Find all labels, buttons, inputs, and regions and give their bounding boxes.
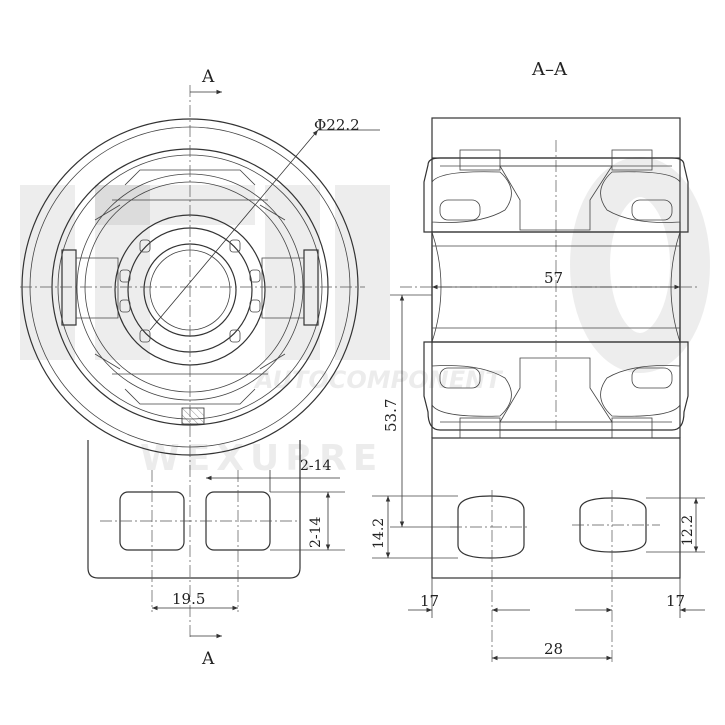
hole-left [457, 495, 525, 559]
hole-right [579, 497, 647, 553]
hole-height-right-label: 12.2 [680, 515, 696, 546]
bracket [87, 440, 301, 579]
section-title: A–A [531, 59, 568, 80]
hole-spacing-label: 28 [544, 640, 563, 658]
hole-height-left-label: 14.2 [371, 518, 387, 549]
offset-left-label: 17 [420, 592, 439, 610]
bore-teeth [119, 239, 261, 343]
rubber-core-top [499, 165, 613, 231]
slot-width-label: 2-14 [300, 458, 332, 474]
slot-height-label: 2-14 [308, 516, 324, 548]
front-view: Φ22.2 A A 2-14 2-14 19.5 [20, 67, 380, 669]
bracket-section [431, 437, 681, 579]
section-mark-bottom: A [201, 649, 215, 669]
section-view: A–A [371, 59, 705, 662]
offset-right-label: 17 [666, 592, 685, 610]
rubber-core-bottom [499, 357, 613, 423]
slot-spacing-label: 19.5 [172, 590, 205, 608]
watermark-city-text: WEXURRE [140, 438, 383, 479]
diameter-label: Φ22.2 [314, 116, 360, 134]
watermark-brand-text: AUTOCOMPONENT [253, 366, 503, 394]
length-label: 57 [544, 269, 563, 287]
section-mark-top: A [201, 67, 215, 87]
height-label: 53.7 [382, 399, 400, 432]
